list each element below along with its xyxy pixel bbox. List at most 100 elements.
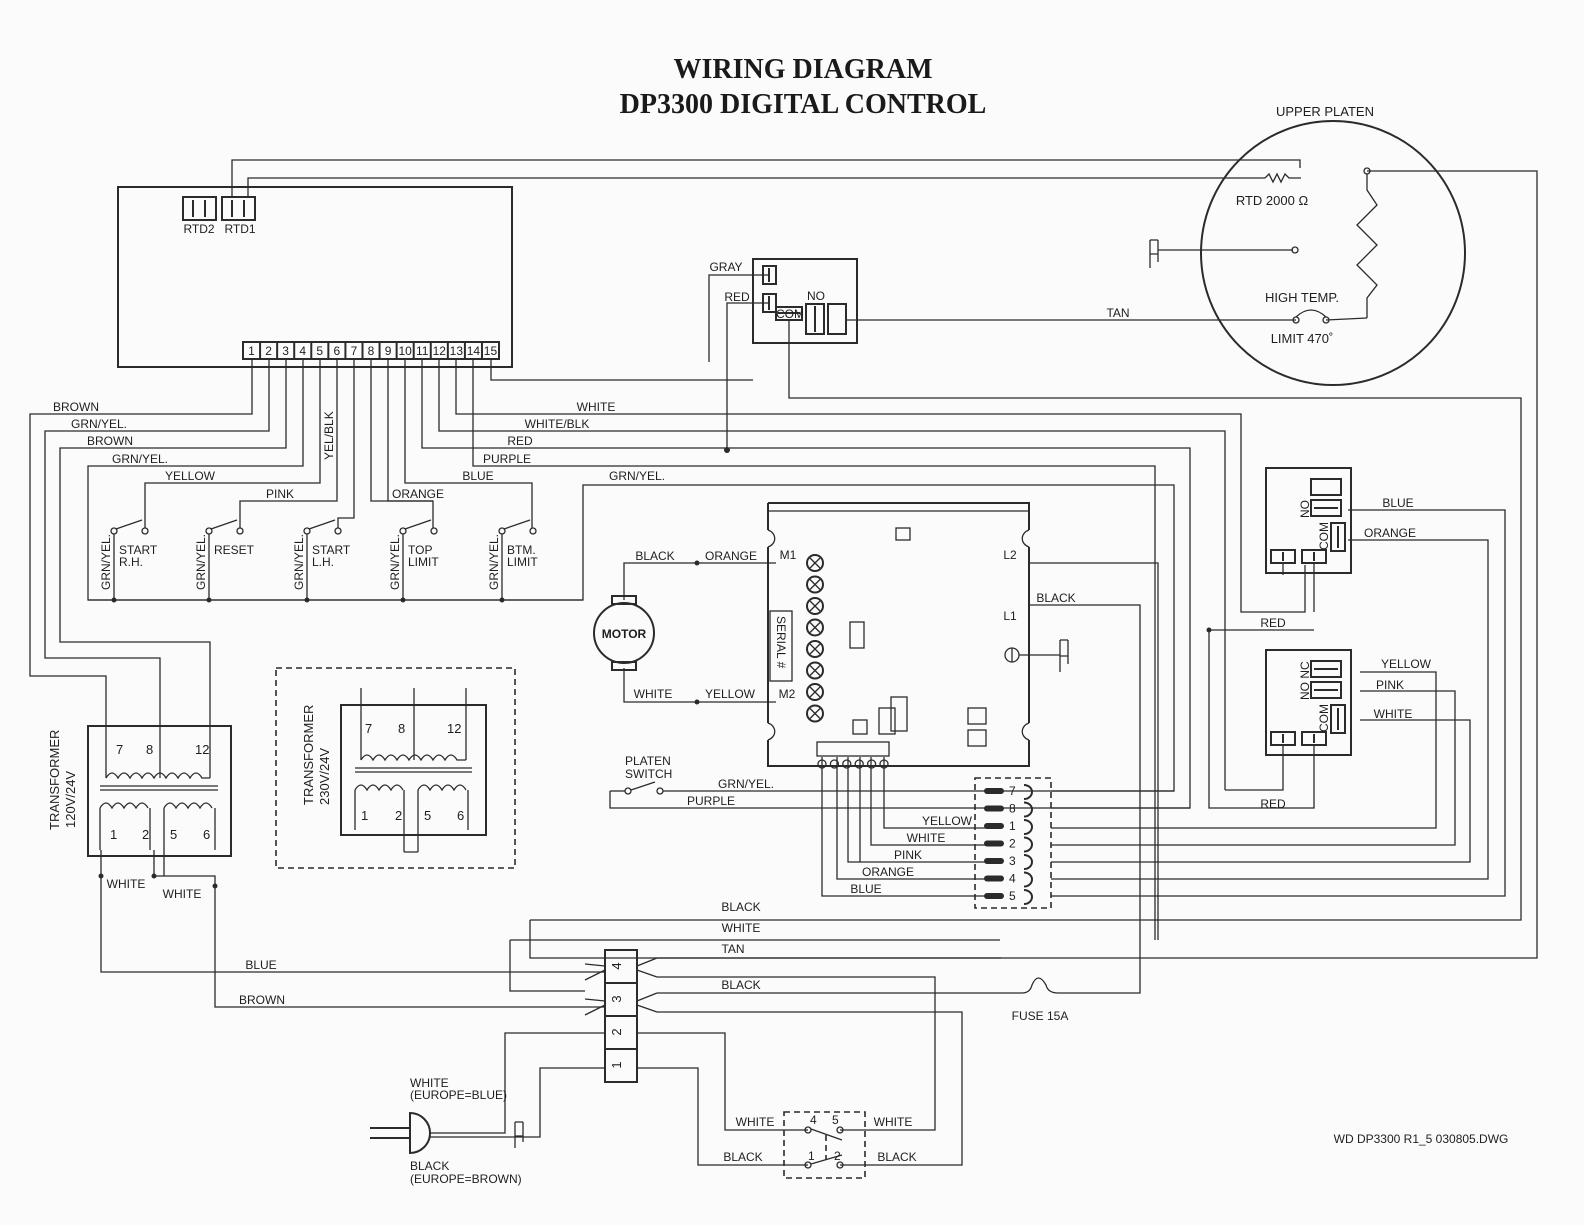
grn-yel-wire-label-platen: GRN/YEL. [718, 777, 774, 791]
transformer-230v: TRANSFORMER 230V/24V 7 8 12 1 2 5 6 [275, 667, 516, 869]
blue-wire-label-bottom: BLUE [245, 958, 276, 972]
t230-tap-1: 1 [361, 808, 368, 823]
upper-platen: UPPER PLATEN RTD 2000 Ω HIGH TEMP. LIMIT… [529, 104, 1538, 959]
upper-platen-label: UPPER PLATEN [1276, 104, 1374, 119]
terminal-block-1: 1 [609, 1061, 624, 1068]
orange-wire-label-relay: ORANGE [1364, 526, 1416, 540]
t120-tap-1: 1 [110, 827, 117, 842]
relay-top: NO COM GRAY RED TAN [709, 258, 1130, 344]
potentiometer [806, 597, 824, 615]
gray-wire-label: GRAY [709, 260, 742, 274]
rtd1-label: RTD1 [224, 222, 255, 236]
power-plug: WHITE (EUROPE=BLUE) BLACK (EUROPE=BROWN) [370, 1032, 605, 1186]
potentiometer [806, 640, 824, 658]
switch-pin-5: 5 [832, 1113, 839, 1127]
relay-top-no: NO [807, 289, 825, 303]
m2-label: M2 [779, 687, 796, 701]
diagram-title-line2: DP3300 DIGITAL CONTROL [620, 89, 987, 120]
switch-pin-4: 4 [810, 1113, 817, 1127]
pin-label: 1 [1009, 819, 1016, 833]
black-wire-label-bottom2: BLACK [721, 978, 760, 992]
switch-gnd-label: GRN/YEL. [194, 534, 208, 590]
high-temp-label: HIGH TEMP. [1265, 290, 1339, 305]
black-wire-label-bottom1: BLACK [721, 900, 760, 914]
switch-name-label: TOP [408, 543, 432, 557]
red-wire-label-1: RED [507, 434, 533, 448]
connector-pin-2: 2 [984, 837, 1033, 853]
rtd-2000-label: RTD 2000 Ω [1236, 193, 1309, 208]
switch-name-label: RESET [214, 543, 255, 557]
power-switch: 4 5 1 2 WHITE WHITE BLACK BLACK [637, 1032, 917, 1179]
connector-pin-8: 8 [984, 802, 1033, 818]
plug-black-label-2: (EUROPE=BROWN) [410, 1172, 522, 1186]
terminal-12: 12 [433, 344, 447, 358]
white-wire-label-sw1: WHITE [736, 1115, 775, 1129]
transformer-230-label-2: 230V/24V [317, 748, 332, 805]
terminal-9: 9 [385, 344, 392, 358]
brown-wire-label-1: BROWN [53, 400, 99, 414]
motor: MOTOR BLACK ORANGE WHITE YELLOW [593, 549, 776, 705]
relay-right-2-com: COM [1317, 704, 1331, 732]
pin-label: 2 [1009, 837, 1016, 851]
pin-label: 4 [1009, 872, 1016, 886]
pin-label: 5 [1009, 889, 1016, 903]
orange-wire-label-1: ORANGE [392, 487, 444, 501]
terminal-15: 15 [484, 344, 498, 358]
terminal-block-3: 3 [609, 995, 624, 1002]
t230-tap-12: 12 [447, 721, 461, 736]
yellow-wire-label-motor: YELLOW [705, 687, 756, 701]
platen-switch: PLATEN SWITCH GRN/YEL. PURPLE [609, 754, 1001, 809]
switch-name-label: L.H. [312, 555, 334, 569]
potentiometer [806, 661, 824, 680]
red-wire-label-relay1: RED [1260, 616, 1286, 630]
black-wire-label-board: BLACK [1036, 591, 1075, 605]
t120-tap-5: 5 [170, 827, 177, 842]
switch-name-label: LIMIT [408, 555, 439, 569]
yellow-wire-label-relay: YELLOW [1381, 657, 1432, 671]
rtd2-label: RTD2 [183, 222, 214, 236]
m1-label: M1 [780, 548, 797, 562]
t120-tap-8: 8 [146, 742, 153, 757]
relay-right-2-nonc: NO NC [1298, 661, 1312, 700]
potentiometers [806, 554, 824, 723]
blue-wire-label-relay: BLUE [1382, 496, 1413, 510]
red-wire-label-relay2: RED [1260, 797, 1286, 811]
pin-label: 8 [1009, 802, 1016, 816]
switch-gnd-label: GRN/YEL. [388, 534, 402, 590]
terminal-4: 4 [299, 344, 306, 358]
plug-white-label-2: (EUROPE=BLUE) [410, 1088, 507, 1102]
terminal-5: 5 [316, 344, 323, 358]
brown-wire-label-2: BROWN [87, 434, 133, 448]
switch-gnd-label: GRN/YEL. [292, 534, 306, 590]
switch-name-label: START [312, 543, 351, 557]
serial-label: SERIAL # [774, 616, 788, 669]
red-wire-label-top: RED [724, 290, 750, 304]
grn-yel-wire-label-2: GRN/YEL. [112, 452, 168, 466]
plug-white-label-1: WHITE [410, 1076, 449, 1090]
white-wire-label-t2: WHITE [163, 887, 202, 901]
terminal-6: 6 [334, 344, 341, 358]
t230-tap-7: 7 [365, 721, 372, 736]
pink-wire-label-relay: PINK [1376, 678, 1404, 692]
l2-label: L2 [1003, 548, 1017, 562]
grn-yel-wire-label-1: GRN/YEL. [71, 417, 127, 431]
purple-wire-label-1: PURPLE [483, 452, 531, 466]
terminal-1: 1 [248, 344, 255, 358]
yellow-wire-label-1: YELLOW [165, 469, 216, 483]
switch-pin-1: 1 [808, 1149, 815, 1163]
grn-yel-wire-label-3: GRN/YEL. [609, 469, 665, 483]
terminal-7: 7 [351, 344, 358, 358]
switch-pin-2: 2 [834, 1149, 841, 1163]
platen-switch-label-2: SWITCH [625, 767, 672, 781]
white-wire-label-t1: WHITE [107, 877, 146, 891]
potentiometer [806, 554, 824, 572]
limit-470-label: LIMIT 470˚ [1271, 331, 1334, 346]
t230-tap-5: 5 [424, 808, 431, 823]
white-wire-label-sw2: WHITE [874, 1115, 913, 1129]
potentiometer [806, 575, 824, 594]
pin-label: 3 [1009, 854, 1016, 868]
